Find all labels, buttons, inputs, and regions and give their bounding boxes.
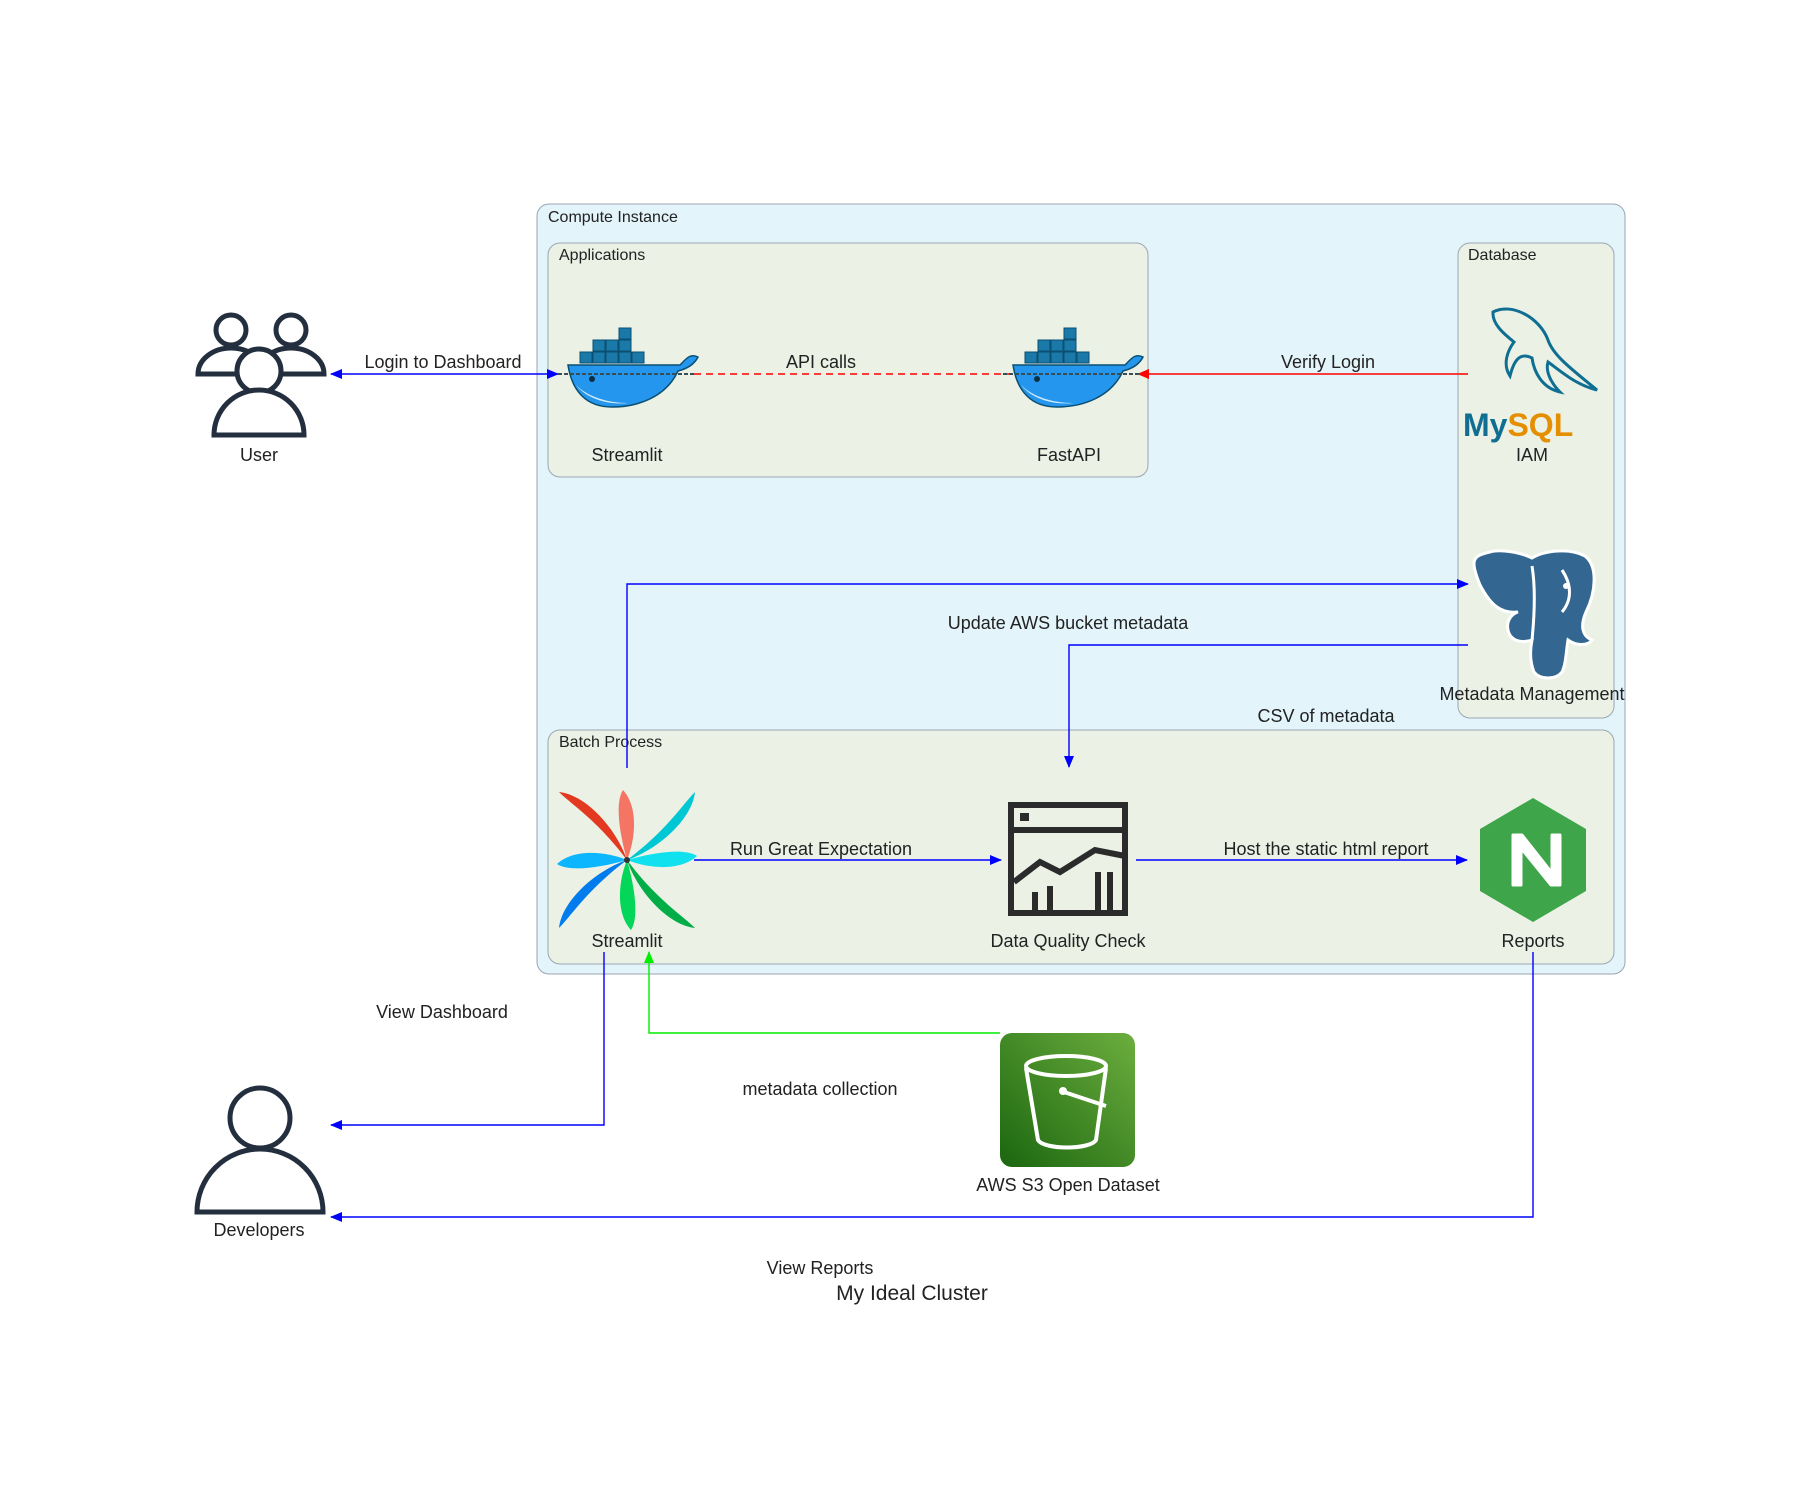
node-data-quality-check[interactable]: Data Quality Check: [990, 802, 1147, 951]
edge-update-label: Update AWS bucket metadata: [948, 613, 1189, 633]
s3-bucket-icon: [1000, 1033, 1135, 1167]
chart-window-icon: [1008, 802, 1128, 916]
window-dot-icon: [1020, 813, 1029, 821]
node-developers-label: Developers: [213, 1220, 304, 1240]
node-streamlit-batch-label: Streamlit: [591, 931, 662, 951]
node-dq-label: Data Quality Check: [990, 931, 1146, 951]
edge-view-reports: View Reports: [330, 952, 1534, 1278]
node-aws-s3[interactable]: AWS S3 Open Dataset: [976, 1033, 1160, 1195]
node-streamlit-app[interactable]: Streamlit: [558, 327, 700, 465]
node-streamlit-app-label: Streamlit: [591, 445, 662, 465]
edge-csv-label: CSV of metadata: [1257, 706, 1395, 726]
node-fastapi[interactable]: FastAPI: [1003, 327, 1145, 465]
node-iam-label: IAM: [1516, 445, 1548, 465]
edge-api-label: API calls: [786, 352, 856, 372]
edge-run-great-expectation: Run Great Expectation: [694, 839, 1002, 865]
cluster-database-label: Database: [1468, 247, 1537, 264]
users-icon: [195, 312, 327, 438]
cluster-batch-label: Batch Process: [559, 734, 662, 751]
node-user[interactable]: User: [195, 312, 327, 465]
edge-metadata-collection: metadata collection: [644, 951, 1000, 1099]
node-developers[interactable]: Developers: [194, 1085, 326, 1240]
postgresql-icon: [1472, 549, 1596, 680]
edge-collect-label: metadata collection: [742, 1079, 897, 1099]
edge-api-calls: API calls: [694, 352, 1015, 375]
user-icon: [194, 1085, 326, 1215]
node-metadata-management[interactable]: Metadata Management: [1439, 549, 1625, 704]
docker-icon: [558, 327, 700, 408]
edge-view-dash-label: View Dashboard: [376, 1002, 508, 1022]
cluster-applications: Applications: [547, 242, 1149, 478]
edge-verify-label: Verify Login: [1281, 352, 1375, 372]
airflow-icon: [557, 790, 697, 930]
edge-host-label: Host the static html report: [1223, 839, 1428, 859]
edge-login-label: Login to Dashboard: [364, 352, 521, 372]
edge-view-reports-label: View Reports: [767, 1258, 874, 1278]
node-reports[interactable]: Reports: [1480, 798, 1586, 951]
edge-run-ge-label: Run Great Expectation: [730, 839, 912, 859]
node-metadata-label: Metadata Management: [1439, 684, 1624, 704]
node-reports-label: Reports: [1501, 931, 1564, 951]
cluster-applications-label: Applications: [559, 247, 645, 264]
edge-verify-login: Verify Login: [1137, 352, 1468, 379]
cluster-compute-label: Compute Instance: [548, 209, 678, 226]
node-streamlit-batch[interactable]: Streamlit: [557, 790, 697, 951]
mysql-icon: MySQL: [1463, 307, 1598, 443]
diagram-title: My Ideal Cluster: [836, 1282, 988, 1305]
nginx-icon: [1480, 798, 1586, 922]
docker-icon: [1003, 327, 1145, 408]
edge-host-report: Host the static html report: [1136, 839, 1468, 865]
edge-update-metadata: Update AWS bucket metadata: [626, 579, 1469, 768]
node-s3-label: AWS S3 Open Dataset: [976, 1175, 1159, 1195]
edge-login: Login to Dashboard: [330, 352, 559, 379]
mysql-logo-text: MySQL: [1463, 407, 1573, 443]
edge-csv-metadata: CSV of metadata: [1064, 644, 1468, 768]
node-iam[interactable]: MySQL IAM: [1463, 307, 1598, 465]
cluster-batch-process: Batch Process: [547, 729, 1615, 965]
node-user-label: User: [240, 445, 278, 465]
edge-view-dashboard: View Dashboard: [330, 952, 605, 1130]
node-fastapi-label: FastAPI: [1037, 445, 1101, 465]
